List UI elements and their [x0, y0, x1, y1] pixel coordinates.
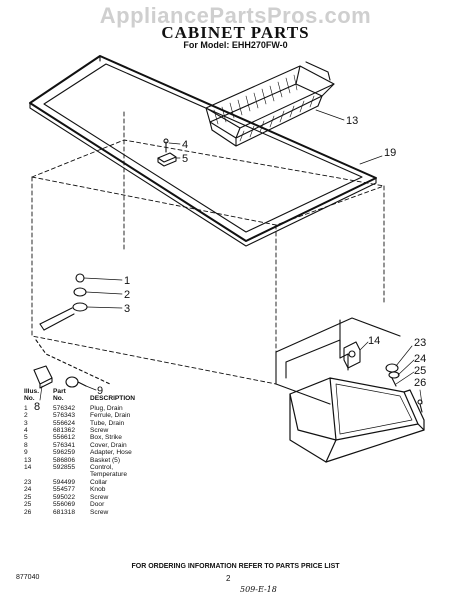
description-cell: Cover, Drain: [90, 441, 127, 449]
part-number-cell: 556624: [53, 419, 76, 427]
description-cell: Tube, Drain: [90, 419, 125, 427]
table-row: 23 594499 Collar: [24, 479, 138, 486]
watermark: AppliancePartsPros.com: [99, 3, 372, 28]
part-number-cell: 586806: [53, 456, 76, 464]
callout-24: 24: [414, 353, 426, 365]
part-number-cell: 554577: [53, 486, 76, 494]
table-row: 8 576341 Cover, Drain: [24, 442, 138, 449]
callout-8: 8: [34, 401, 40, 413]
description-cell: Ferrule, Drain: [90, 412, 131, 420]
illus-cell: 5: [24, 434, 28, 442]
description-cell: Knob: [90, 486, 106, 494]
illus-cell: 3: [24, 419, 28, 427]
illus-cell: 14: [24, 464, 32, 472]
illus-cell: 24: [24, 486, 32, 494]
leader-lines: [39, 109, 423, 405]
part-number-cell: 576342: [53, 404, 76, 412]
description-header: DESCRIPTION: [90, 395, 136, 403]
part-number-cell: 576343: [53, 412, 76, 420]
page-title: CABINET PARTS: [161, 23, 310, 42]
illus-cell: 8: [24, 441, 28, 449]
cabinet-outline: [31, 111, 385, 385]
callout-19: 19: [384, 147, 396, 159]
part-number-cell: 576341: [53, 441, 76, 449]
illus-cell: 26: [24, 508, 32, 516]
part-number-cell: 594499: [53, 478, 76, 486]
document-number: 877040: [16, 574, 40, 581]
callout-4: 4: [182, 139, 188, 151]
handwritten-note: 509-E-18: [240, 585, 277, 594]
part-number-cell: 556069: [53, 501, 76, 509]
callout-9: 9: [97, 385, 103, 397]
description-cell: Basket (5): [90, 456, 121, 464]
illus-cell: 25: [24, 493, 32, 501]
illus-cell: 1: [24, 404, 28, 412]
control-cavity: [275, 317, 401, 405]
ordering-footer: FOR ORDERING INFORMATION REFER TO PARTS …: [131, 563, 340, 570]
part-number-cell: 681362: [53, 427, 76, 435]
table-row: 13 586806 Basket (5): [24, 457, 138, 464]
description-cell: Screw: [90, 493, 109, 501]
callout-26: 26: [414, 377, 426, 389]
hose-adapter: [65, 376, 87, 388]
illus-cell: [24, 471, 53, 478]
illus-cell: 25: [24, 501, 32, 509]
page-number: 2: [226, 574, 231, 583]
table-row: 26 681318 Screw: [24, 509, 138, 516]
lid-gasket: [29, 55, 377, 247]
description-cell: Screw: [90, 508, 109, 516]
table-row: 1 576342 Plug, Drain: [24, 405, 138, 412]
description-cell: Temperature: [90, 471, 128, 479]
table-row: 2 576343 Ferrule, Drain: [24, 412, 138, 419]
illus-cell: 2: [24, 412, 28, 420]
temperature-control: [339, 319, 361, 369]
illus-cell: 9: [24, 449, 28, 457]
callout-25: 25: [414, 365, 426, 377]
table-row: 25 595022 Screw: [24, 494, 138, 501]
table-row: 14 592855 Control,: [24, 464, 138, 471]
callout-14: 14: [368, 335, 380, 347]
callout-23: 23: [414, 337, 426, 349]
description-cell: Plug, Drain: [90, 404, 123, 412]
drain-cover: [33, 365, 53, 389]
part-number-cell: 596259: [53, 449, 76, 457]
table-row: 9 596259 Adapter, Hose: [24, 449, 138, 456]
model-subtitle: For Model: EHH270FW-0: [183, 40, 288, 50]
table-row: Temperature: [24, 471, 138, 478]
illus-cell: 4: [24, 427, 28, 435]
part-number-cell: 595022: [53, 493, 76, 501]
part-number-cell: 592855: [53, 464, 76, 472]
part-number-cell: [53, 471, 90, 478]
callout-1: 1: [124, 275, 130, 287]
wire-basket: [205, 61, 335, 147]
control-door: [289, 377, 425, 463]
illus-cell: 23: [24, 478, 32, 486]
description-cell: Collar: [90, 478, 108, 486]
part-number-cell: 556612: [53, 434, 76, 442]
knob-assembly: [385, 363, 423, 413]
table-row: 24 554577 Knob: [24, 486, 138, 493]
part-number-cell: 681318: [53, 508, 76, 516]
table-row: 3 556624 Tube, Drain: [24, 420, 138, 427]
callout-5: 5: [182, 153, 188, 165]
description-cell: Door: [90, 501, 105, 509]
description-cell: Box, Strike: [90, 434, 122, 442]
callout-3: 3: [124, 303, 130, 315]
illus-header: Illus.No.: [24, 388, 40, 403]
table-row: 25 556069 Door: [24, 501, 138, 508]
description-cell: Control,: [90, 464, 114, 472]
callout-2: 2: [124, 289, 130, 301]
strike-box: [157, 138, 177, 167]
callout-13: 13: [346, 115, 358, 127]
description-cell: Adapter, Hose: [90, 449, 132, 457]
illus-cell: 13: [24, 456, 32, 464]
table-row: 5 556612 Box, Strike: [24, 434, 138, 441]
description-cell: Screw: [90, 427, 109, 435]
table-row: 4 681362 Screw: [24, 427, 138, 434]
